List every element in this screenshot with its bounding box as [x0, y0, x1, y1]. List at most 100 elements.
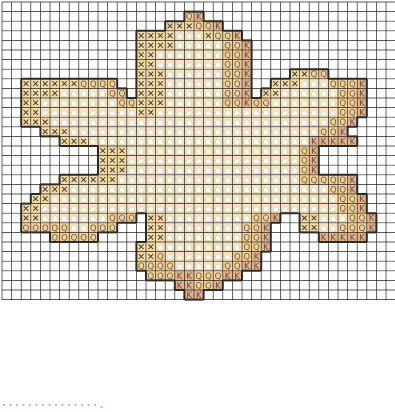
arch-stitch-mark	[158, 129, 163, 135]
arch-stitch-mark	[139, 129, 144, 135]
q-stitch-mark: Q	[205, 22, 212, 32]
arch-stitch-mark	[158, 149, 163, 155]
arch-stitch-mark	[263, 149, 268, 155]
q-stitch-mark: Q	[253, 243, 260, 253]
arch-stitch-mark	[187, 101, 192, 107]
q-stitch-mark: Q	[80, 80, 87, 90]
arch-stitch-mark	[187, 129, 192, 135]
arch-stitch-mark	[81, 110, 86, 116]
arch-stitch-mark	[91, 139, 96, 145]
arch-stitch-mark	[235, 225, 240, 231]
footer-dot	[9, 404, 11, 406]
arch-stitch-mark	[71, 129, 76, 135]
arch-stitch-mark	[62, 206, 67, 212]
q-stitch-mark: Q	[243, 253, 250, 263]
arch-stitch-mark	[206, 254, 211, 260]
arch-stitch-mark	[187, 43, 192, 49]
arch-stitch-mark	[273, 187, 278, 193]
arch-stitch-mark	[139, 120, 144, 126]
arch-stitch-mark	[283, 110, 288, 116]
arch-stitch-mark	[62, 110, 67, 116]
arch-stitch-mark	[119, 129, 124, 135]
arch-stitch-mark	[206, 235, 211, 241]
k-stitch-mark: K	[263, 233, 269, 243]
arch-stitch-mark	[206, 81, 211, 87]
arch-stitch-mark	[215, 91, 220, 97]
arch-stitch-mark	[244, 197, 249, 203]
arch-stitch-mark	[81, 197, 86, 203]
arch-stitch-mark	[225, 158, 230, 164]
arch-stitch-mark	[91, 120, 96, 126]
arch-stitch-mark	[311, 206, 316, 212]
arch-stitch-mark	[263, 197, 268, 203]
arch-stitch-mark	[196, 120, 201, 126]
arch-stitch-mark	[235, 158, 240, 164]
q-stitch-mark: Q	[224, 61, 231, 71]
arch-stitch-mark	[81, 225, 86, 231]
q-stitch-mark: Q	[301, 157, 308, 167]
footer-dot	[42, 404, 44, 406]
arch-stitch-mark	[206, 139, 211, 145]
arch-stitch-mark	[215, 72, 220, 78]
arch-stitch-mark	[225, 149, 230, 155]
arch-stitch-mark	[129, 197, 134, 203]
arch-stitch-mark	[71, 120, 76, 126]
arch-stitch-mark	[187, 62, 192, 68]
arch-stitch-mark	[81, 101, 86, 107]
q-stitch-mark: Q	[301, 147, 308, 157]
arch-stitch-mark	[110, 110, 115, 116]
arch-stitch-mark	[225, 245, 230, 251]
arch-stitch-mark	[225, 216, 230, 222]
arch-stitch-mark	[81, 91, 86, 97]
arch-stitch-mark	[148, 168, 153, 174]
footer-dot	[48, 404, 50, 406]
arch-stitch-mark	[235, 120, 240, 126]
arch-stitch-mark	[302, 81, 307, 87]
q-stitch-mark: Q	[234, 61, 241, 71]
arch-stitch-mark	[263, 158, 268, 164]
arch-stitch-mark	[244, 216, 249, 222]
q-stitch-mark: Q	[167, 262, 174, 272]
q-stitch-mark: Q	[349, 214, 356, 224]
arch-stitch-mark	[187, 120, 192, 126]
arch-stitch-mark	[206, 225, 211, 231]
k-stitch-mark: K	[311, 137, 317, 147]
arch-stitch-mark	[177, 129, 182, 135]
arch-stitch-mark	[167, 91, 172, 97]
arch-stitch-mark	[100, 197, 105, 203]
q-stitch-mark: Q	[224, 32, 231, 42]
arch-stitch-mark	[302, 139, 307, 145]
arch-stitch-mark	[206, 101, 211, 107]
k-stitch-mark: K	[311, 157, 317, 167]
arch-stitch-mark	[292, 158, 297, 164]
arch-stitch-mark	[177, 33, 182, 39]
arch-stitch-mark	[71, 197, 76, 203]
q-stitch-mark: Q	[359, 224, 366, 234]
arch-stitch-mark	[129, 177, 134, 183]
arch-stitch-mark	[311, 81, 316, 87]
q-stitch-mark: Q	[253, 214, 260, 224]
arch-stitch-mark	[215, 62, 220, 68]
q-stitch-mark: Q	[349, 224, 356, 234]
q-stitch-mark: Q	[195, 22, 202, 32]
arch-stitch-mark	[311, 129, 316, 135]
q-stitch-mark: Q	[234, 70, 241, 80]
arch-stitch-mark	[235, 110, 240, 116]
q-stitch-mark: Q	[234, 99, 241, 109]
arch-stitch-mark	[81, 206, 86, 212]
arch-stitch-mark	[273, 197, 278, 203]
arch-stitch-mark	[283, 168, 288, 174]
arch-stitch-mark	[331, 91, 336, 97]
arch-stitch-mark	[158, 197, 163, 203]
arch-stitch-mark	[177, 197, 182, 203]
arch-stitch-mark	[292, 101, 297, 107]
q-stitch-mark: Q	[339, 185, 346, 195]
arch-stitch-mark	[148, 149, 153, 155]
arch-stitch-mark	[254, 197, 259, 203]
q-stitch-mark: Q	[320, 128, 327, 138]
arch-stitch-mark	[321, 225, 326, 231]
arch-stitch-mark	[254, 177, 259, 183]
q-stitch-mark: Q	[51, 224, 58, 234]
arch-stitch-mark	[273, 139, 278, 145]
arch-stitch-mark	[43, 206, 48, 212]
